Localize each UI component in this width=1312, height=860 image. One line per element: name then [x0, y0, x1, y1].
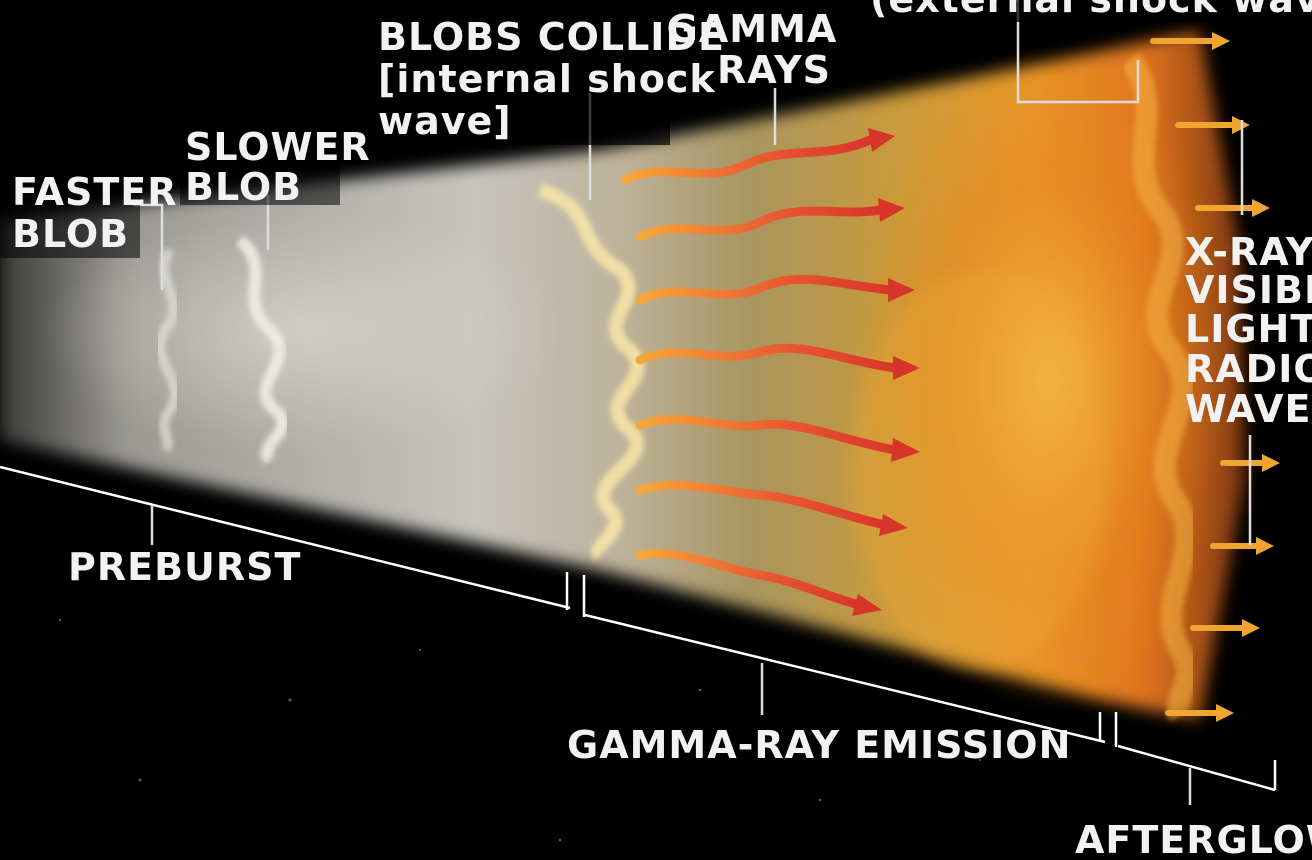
label-external-shock-text: (external shock wave)	[870, 0, 1312, 21]
label-gamma-rays-line2: RAYS	[717, 48, 831, 92]
label-preburst: PREBURST	[68, 545, 301, 589]
label-xrays-line5: WAVES	[1185, 387, 1312, 431]
label-preburst-text: PREBURST	[68, 545, 301, 589]
label-slower-blob-line2: BLOB	[185, 165, 302, 209]
label-blobs-collide-line3: wave]	[378, 99, 512, 143]
label-xrays-line4: RADIO	[1185, 347, 1312, 391]
label-external-shock: (external shock wave)	[860, 0, 1312, 22]
label-gamma-ray-emission-text: GAMMA-RAY EMISSION	[567, 723, 1071, 767]
label-faster-blob-line2: BLOB	[12, 212, 129, 256]
label-afterglow-text: AFTERGLOW	[1075, 818, 1312, 860]
label-slower-blob-line1: SLOWER	[185, 125, 371, 169]
label-afterglow: AFTERGLOW	[1075, 818, 1312, 860]
label-xrays-line2: VISIBLE	[1185, 268, 1312, 312]
label-gamma-ray-emission: GAMMA-RAY EMISSION	[567, 723, 1071, 767]
label-xrays: X-RAYS, VISIBLE LIGHT, RADIO WAVES	[1185, 230, 1312, 431]
label-blobs-collide-line2: [internal shock	[378, 57, 716, 101]
label-gamma-rays-line1: GAMMA	[667, 7, 838, 51]
label-xrays-line3: LIGHT,	[1185, 307, 1312, 351]
label-faster-blob-line1: FASTER	[12, 170, 178, 214]
